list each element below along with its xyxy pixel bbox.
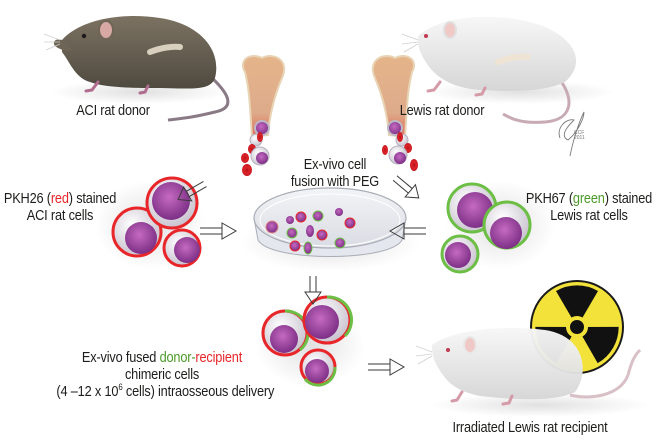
- recipient-label: Irradiated Lewis rat recipient: [452, 420, 608, 436]
- pkh67-prefix: PKH67 (: [525, 191, 573, 207]
- fusion-label-line1: Ex-vivo cell: [303, 157, 367, 173]
- chimeric-prefix: Ex-vivo fused: [81, 350, 160, 366]
- artist-signature: [558, 111, 585, 157]
- chimeric-cells: [255, 295, 365, 387]
- fusion-label: Ex-vivo cell fusion with PEG: [278, 157, 392, 191]
- marrow-cells-aci: [241, 120, 270, 176]
- lewis-donor-label: Lewis rat donor: [399, 103, 485, 119]
- lewis-rat-illustration: [401, 16, 615, 124]
- pkh26-line2: ACI rat cells: [26, 208, 94, 224]
- signature-text: CCF 2011: [574, 131, 585, 141]
- femur-bone-icon: [242, 54, 285, 139]
- pkh26-label: PKH26 (red) stained ACI rat cells: [4, 191, 117, 225]
- chimeric-dose-a: (4 –12 x 10: [56, 384, 119, 400]
- signature-initials: CCF: [574, 130, 585, 136]
- femur-bone-icon: [372, 54, 415, 139]
- chimeric-label: Ex-vivo fused donor-recipient chimeric c…: [56, 350, 274, 401]
- pkh67-suffix: ) stained: [604, 191, 653, 207]
- flow-arrow-icon: [304, 276, 322, 305]
- pkh26-prefix: PKH26 (: [3, 191, 51, 207]
- flow-arrow-icon: [368, 358, 406, 376]
- signature-year: 2011: [574, 135, 585, 141]
- pkh67-label: PKH67 (green) stained Lewis rat cells: [525, 191, 653, 225]
- pkh67-line2: Lewis rat cells: [550, 208, 628, 224]
- chimeric-dose-exponent: 6: [118, 382, 123, 392]
- pkh26-stained-cells: [95, 176, 205, 270]
- chimeric-donor-word: donor-: [159, 350, 196, 366]
- recipient-rat-illustration: [415, 327, 650, 417]
- flow-arrow-icon: [388, 222, 426, 240]
- flow-arrow-icon: [177, 180, 207, 202]
- pkh26-color-word: red: [50, 191, 69, 207]
- fusion-label-line2: fusion with PEG: [290, 174, 380, 190]
- flow-arrow-icon: [200, 222, 238, 240]
- aci-donor-label: ACI rat donor: [76, 103, 150, 119]
- chimeric-recipient-word: recipient: [195, 350, 243, 366]
- marrow-cells-lewis: [382, 120, 418, 171]
- fused-cells-in-dish: [265, 208, 356, 255]
- aci-rat-illustration: [43, 16, 230, 122]
- chimeric-line2: chimeric cells: [124, 367, 200, 383]
- chimeric-dose-b: cells) intraosseous delivery: [122, 384, 275, 400]
- pkh67-color-word: green: [572, 191, 605, 207]
- pkh67-stained-cells: [440, 180, 555, 274]
- pkh26-suffix: ) stained: [68, 191, 117, 207]
- flow-arrow-icon: [392, 175, 420, 199]
